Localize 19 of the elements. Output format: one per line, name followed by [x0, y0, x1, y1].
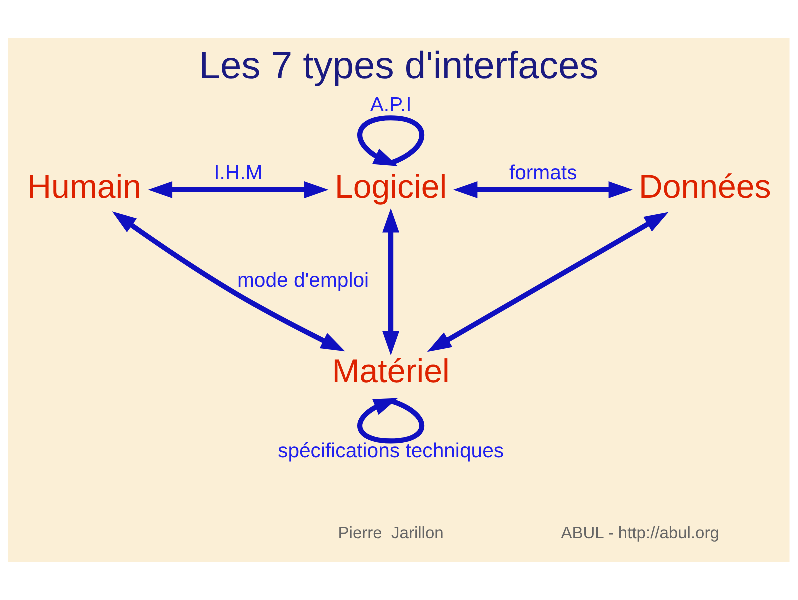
node-text: Matériel	[332, 353, 450, 390]
arrow	[382, 208, 400, 356]
arrow	[112, 212, 346, 352]
edge-label: mode d'emploi	[238, 270, 370, 292]
edge-label: formats	[509, 162, 578, 185]
arrow	[358, 398, 424, 444]
edge-label: I.H.M	[214, 162, 263, 185]
edge-label: A.P.I	[370, 94, 412, 117]
arrow	[453, 182, 634, 198]
label: Pierre Jarillon	[338, 523, 444, 542]
arrow	[148, 182, 329, 198]
arrow	[427, 212, 669, 352]
edge-label: spécifications techniques	[278, 440, 504, 462]
node-text: Humain	[28, 169, 142, 206]
arrow	[358, 116, 424, 166]
diagram-title: Les 7 types d'interfaces	[199, 44, 599, 88]
node-text: Données	[639, 169, 772, 206]
node-text: Logiciel	[335, 169, 448, 206]
label: ABUL - http://abul.org	[561, 523, 720, 542]
